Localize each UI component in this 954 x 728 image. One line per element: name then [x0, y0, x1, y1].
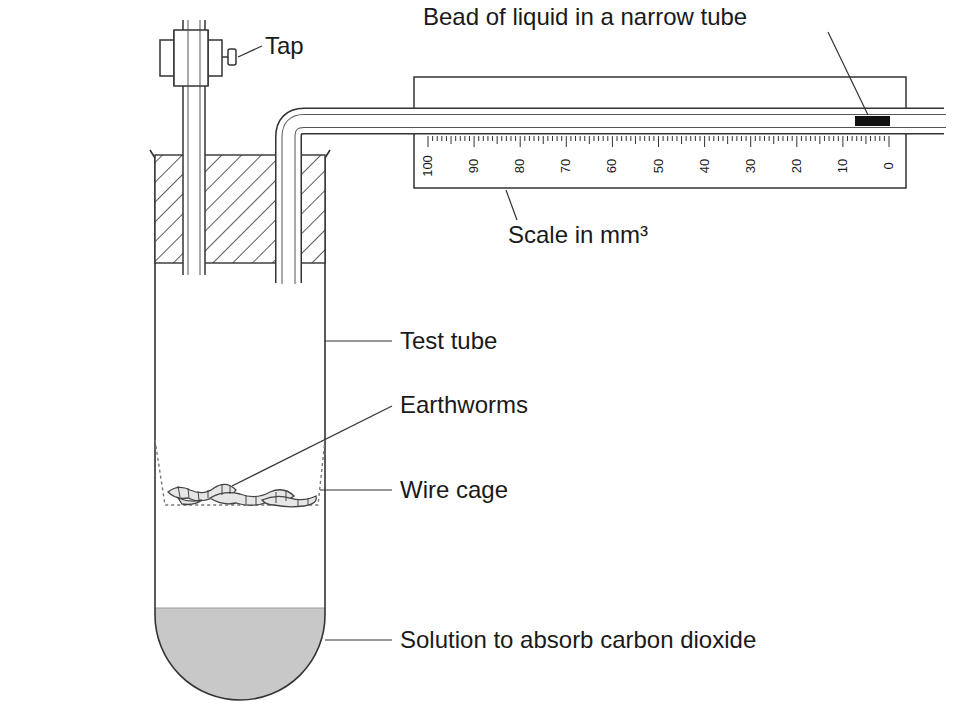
scale-number: 80	[513, 159, 527, 173]
part-label: Wire cage	[400, 476, 508, 504]
part-label: Test tube	[400, 327, 497, 355]
part-label: Earthworms	[400, 391, 528, 419]
scale-number: 60	[605, 159, 619, 173]
earthworms	[168, 484, 316, 506]
scale-number: 100	[421, 155, 435, 177]
scale-number: 50	[652, 159, 666, 173]
part-label: Solution to absorb carbon dioxide	[400, 626, 756, 654]
part-label: Tap	[265, 32, 304, 60]
liquid-bead	[855, 116, 890, 126]
scale-number: 10	[836, 159, 850, 173]
capillary-tube	[289, 121, 945, 283]
scale-number: 40	[698, 159, 712, 173]
scale-number: 0	[882, 162, 896, 169]
scale-number: 30	[744, 159, 758, 173]
scale-ticks	[428, 136, 889, 147]
part-label: Scale in mm³	[508, 221, 648, 249]
scale-number: 70	[559, 159, 573, 173]
wire-cage	[155, 440, 325, 505]
part-label: Bead of liquid in a narrow tube	[423, 3, 747, 31]
leader-lines	[232, 32, 868, 640]
scale-number: 90	[467, 159, 481, 173]
test-tube	[150, 150, 330, 700]
absorbent-solution	[155, 608, 325, 700]
scale-number: 20	[790, 159, 804, 173]
tap-knob	[228, 49, 236, 65]
